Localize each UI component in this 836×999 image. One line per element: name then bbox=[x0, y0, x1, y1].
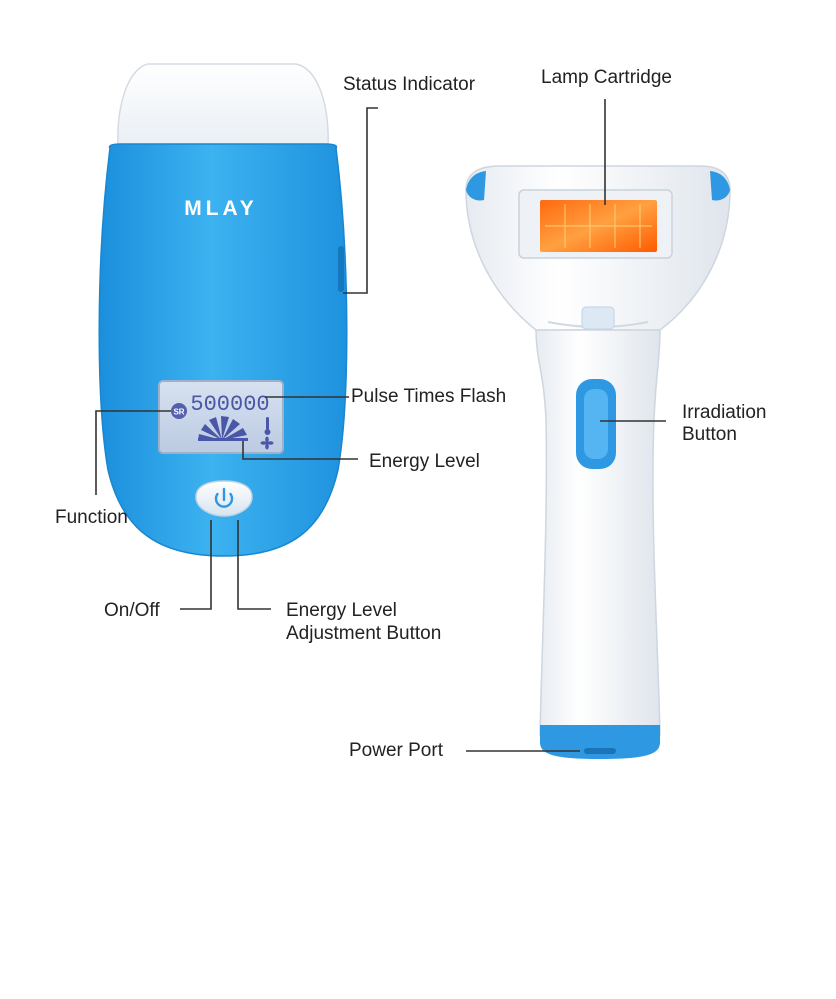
leader-energy-level bbox=[242, 441, 358, 460]
leader-function bbox=[95, 410, 171, 495]
thermometer-icon bbox=[264, 417, 271, 435]
energy-bar bbox=[222, 428, 247, 440]
leader-status-indicator bbox=[343, 107, 378, 294]
label-irradiation-line2: Button bbox=[682, 424, 737, 445]
label-status-indicator: Status Indicator bbox=[343, 74, 476, 95]
leader-lines bbox=[95, 99, 666, 752]
energy-bar bbox=[221, 416, 229, 440]
status-indicator-light bbox=[338, 246, 344, 292]
label-power-port: Power Port bbox=[349, 740, 443, 761]
irradiation-button-highlight bbox=[584, 389, 608, 459]
label-energy-adjust-line1: Energy Level bbox=[286, 600, 397, 621]
fan-icon bbox=[260, 436, 274, 450]
head-accent-right bbox=[710, 171, 730, 201]
leader-on-off bbox=[180, 520, 212, 610]
label-energy-level: Energy Level bbox=[369, 451, 480, 472]
energy-base bbox=[198, 438, 248, 441]
power-icon bbox=[214, 487, 234, 508]
lcd-screen bbox=[158, 380, 284, 454]
lcd-mode-badge: SR bbox=[173, 408, 184, 417]
front-device: MLAY 500000 SR bbox=[98, 63, 348, 557]
lamp-filament bbox=[545, 204, 652, 248]
label-irradiation-line1: Irradiation bbox=[682, 402, 767, 423]
power-port bbox=[584, 748, 616, 754]
head-accent-left bbox=[466, 171, 486, 201]
label-function: Function bbox=[55, 507, 128, 528]
energy-bar bbox=[222, 419, 240, 440]
energy-level-bars bbox=[198, 416, 248, 441]
label-on-off: On/Off bbox=[104, 600, 160, 621]
lcd-counter: 500000 bbox=[190, 392, 269, 417]
handle-device bbox=[465, 165, 731, 759]
lcd-mode-badge-bg bbox=[171, 403, 187, 419]
leader-energy-adjust bbox=[237, 520, 271, 610]
label-energy-adjust-line2: Adjustment Button bbox=[286, 623, 442, 644]
front-device-cap bbox=[117, 63, 329, 151]
brand-logo: MLAY bbox=[184, 197, 258, 220]
label-lamp-cartridge: Lamp Cartridge bbox=[541, 67, 672, 88]
neck-window bbox=[581, 306, 615, 330]
energy-bar bbox=[201, 424, 222, 440]
energy-bar bbox=[209, 417, 222, 440]
label-pulse-times-flash: Pulse Times Flash bbox=[351, 386, 507, 407]
